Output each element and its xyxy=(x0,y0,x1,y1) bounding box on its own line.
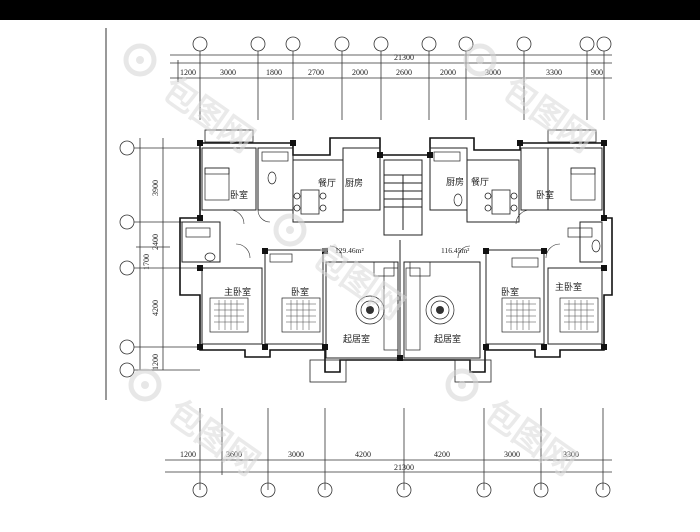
top-dim-4: 2700 xyxy=(308,68,324,77)
watermark-group: 包图网 包图网 包图网 包图网 包图网 xyxy=(123,43,601,484)
bathroom-fixtures xyxy=(185,151,601,268)
room-label-kitchen-right: 厨房 xyxy=(446,176,464,187)
left-dim-4: 4200 xyxy=(151,300,160,316)
bottom-dim-3: 3000 xyxy=(288,450,304,459)
interior-walls xyxy=(181,147,603,360)
top-black-bar xyxy=(0,0,700,20)
floor-plan-canvas: 21300 1200 3000 1800 2700 2000 2600 2000… xyxy=(0,20,700,527)
watermark-text-4: 包图网 xyxy=(160,393,266,484)
left-dimension-chain xyxy=(119,138,200,378)
top-dim-1: 1200 xyxy=(180,68,196,77)
left-dim-1: 3900 xyxy=(151,180,160,196)
watermark-text-5: 包图网 xyxy=(477,393,583,484)
structural-columns xyxy=(197,140,607,361)
exterior-walls xyxy=(179,137,613,373)
bottom-dim-1: 1200 xyxy=(180,450,196,459)
top-dim-9: 3300 xyxy=(546,68,562,77)
top-dim-5: 2000 xyxy=(352,68,368,77)
room-label-dining-left: 餐厅 xyxy=(318,177,336,188)
left-dim-5: 1200 xyxy=(151,354,160,370)
area-label-left-unit: 129.46m² xyxy=(335,246,364,255)
floor-plan-drawing: 21300 1200 3000 1800 2700 2000 2600 2000… xyxy=(105,28,613,498)
bed-quilt-pattern xyxy=(214,300,594,330)
area-label-right-unit: 116.45m² xyxy=(441,246,470,255)
watermark-text-2: 包图网 xyxy=(495,70,601,161)
left-dim-3: 1700 xyxy=(142,254,151,270)
top-dim-6: 2600 xyxy=(396,68,412,77)
room-label-living-left: 起居室 xyxy=(343,333,370,344)
bottom-dim-5: 4200 xyxy=(434,450,450,459)
bottom-total-dimension: 21300 xyxy=(394,463,414,472)
room-label-bedroom-upper-left: 卧室 xyxy=(230,189,248,200)
room-label-living-right: 起居室 xyxy=(434,333,461,344)
room-label-bedroom-left: 卧室 xyxy=(291,286,309,297)
room-label-dining-right: 餐厅 xyxy=(471,176,489,187)
room-label-master-bedroom-left: 主卧室 xyxy=(224,286,251,297)
top-dim-8: 3000 xyxy=(485,68,501,77)
top-dim-10: 900 xyxy=(591,68,603,77)
bottom-dim-7: 3300 xyxy=(563,450,579,459)
bottom-dim-2: 3600 xyxy=(226,450,242,459)
rug-pattern xyxy=(366,306,444,314)
top-dim-3: 1800 xyxy=(266,68,282,77)
bottom-dim-4: 4200 xyxy=(355,450,371,459)
top-dim-7: 2000 xyxy=(440,68,456,77)
top-dim-2: 3000 xyxy=(220,68,236,77)
dining-tables xyxy=(293,189,518,215)
room-label-master-bedroom-right: 主卧室 xyxy=(555,281,582,292)
room-label-kitchen-left: 厨房 xyxy=(345,177,363,188)
logo-icon xyxy=(123,43,497,402)
bed-furniture xyxy=(204,167,599,333)
room-label-bedroom-right: 卧室 xyxy=(501,286,519,297)
living-room-furniture xyxy=(355,261,455,351)
door-swings xyxy=(229,209,561,259)
bottom-dimension-chain xyxy=(165,408,612,498)
watermark-text-1: 包图网 xyxy=(155,70,261,161)
top-total-dimension: 21300 xyxy=(394,53,414,62)
room-label-bedroom-upper-right: 卧室 xyxy=(536,189,554,200)
left-dim-2: 2400 xyxy=(151,234,160,250)
bottom-dim-6: 3000 xyxy=(504,450,520,459)
